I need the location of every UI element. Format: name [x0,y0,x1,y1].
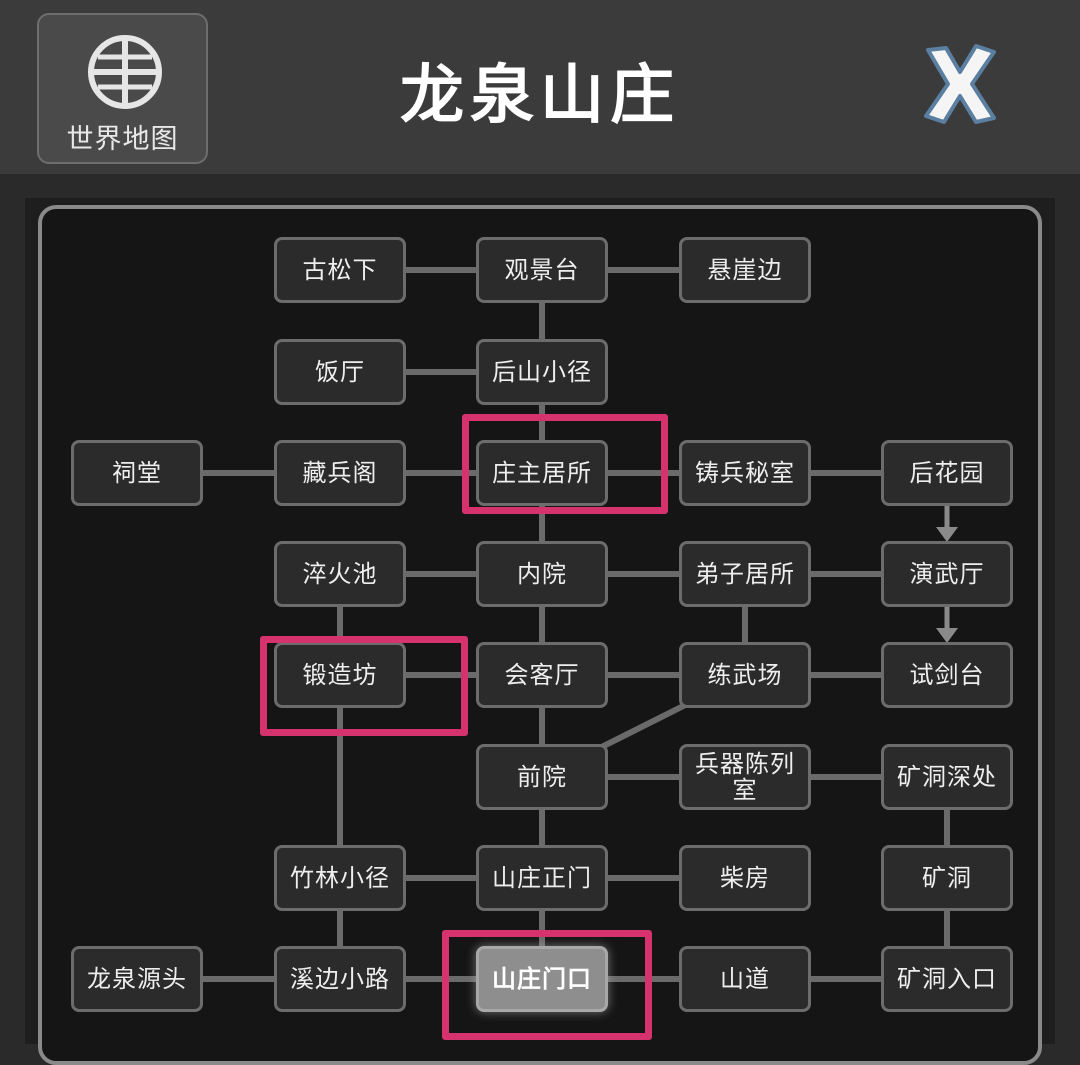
location-xibian-xiaolu[interactable]: 溪边小路 [274,946,406,1012]
location-shanzhuang-menkou[interactable]: 山庄门口 [476,946,608,1012]
location-houhuayuan[interactable]: 后花园 [881,440,1013,506]
location-guanjingtai[interactable]: 观景台 [476,237,608,303]
location-gusongxia[interactable]: 古松下 [274,237,406,303]
location-duanzaofang[interactable]: 锻造坊 [274,642,406,708]
highlight-zhuangzhu-jusuo [462,414,668,514]
globe-icon [88,35,162,109]
world-map-label: 世界地图 [66,124,179,155]
header-bar: 世界地图 龙泉山庄 [0,0,1080,174]
location-citang[interactable]: 祠堂 [71,440,203,506]
location-kuangdong[interactable]: 矿洞 [881,845,1013,911]
location-shanzhuang-zhengmen[interactable]: 山庄正门 [476,845,608,911]
location-neiyuan[interactable]: 内院 [476,541,608,607]
highlight-duanzaofang [260,636,468,736]
location-dizi-jusuo[interactable]: 弟子居所 [679,541,811,607]
location-bingqi-chenlieshi[interactable]: 兵器陈列室 [679,744,811,810]
location-cangbingge[interactable]: 藏兵阁 [274,440,406,506]
location-zhuangzhu-jusuo[interactable]: 庄主居所 [476,440,608,506]
location-fanting[interactable]: 饭厅 [274,339,406,405]
location-cuihuochi[interactable]: 淬火池 [274,541,406,607]
location-longquan-yuantou[interactable]: 龙泉源头 [71,946,203,1012]
location-shijiantai[interactable]: 试剑台 [881,642,1013,708]
location-chaifang[interactable]: 柴房 [679,845,811,911]
page-title: 龙泉山庄 [400,58,680,133]
location-kuangdong-rukou[interactable]: 矿洞入口 [881,946,1013,1012]
location-qianyuan[interactable]: 前院 [476,744,608,810]
location-lianwuchang[interactable]: 练武场 [679,642,811,708]
location-zhubing-mishi[interactable]: 铸兵秘室 [679,440,811,506]
location-yanwuting[interactable]: 演武厅 [881,541,1013,607]
location-shandao[interactable]: 山道 [679,946,811,1012]
location-kuangdong-shenchu[interactable]: 矿洞深处 [881,744,1013,810]
close-x-icon[interactable] [920,42,1000,126]
location-zhulin-xiaojing[interactable]: 竹林小径 [274,845,406,911]
location-houshan-xiaojing[interactable]: 后山小径 [476,339,608,405]
location-xuanyabian[interactable]: 悬崖边 [679,237,811,303]
highlight-shanzhuang-menkou [442,930,652,1040]
location-huiketing[interactable]: 会客厅 [476,642,608,708]
world-map-button[interactable]: 世界地图 [37,13,208,164]
